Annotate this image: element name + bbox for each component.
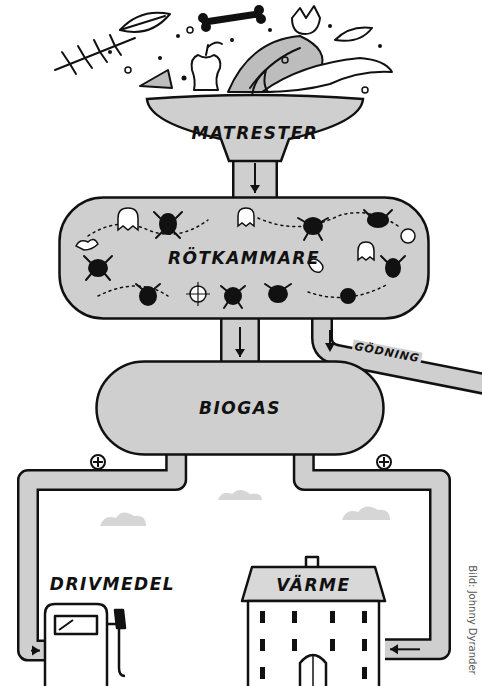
funnel-bowl: MATRESTER: [145, 93, 365, 161]
digester-tank: RÖTKAMMARE: [58, 196, 430, 320]
fuel-pump-node: DRIVMEDEL: [45, 568, 180, 686]
house-node: VÄRME: [242, 555, 385, 686]
node-label: BIOGAS: [95, 398, 385, 418]
node-label: MATRESTER: [145, 123, 365, 143]
pipe-connector: [250, 159, 260, 198]
house: [242, 555, 385, 686]
pipe-connector: [235, 318, 245, 362]
node-label: RÖTKAMMARE: [58, 248, 430, 268]
watermark: Bild: Johnny Dyrander: [466, 563, 478, 680]
node-label: DRIVMEDEL: [45, 574, 180, 594]
gas-tank: BIOGAS: [95, 360, 385, 456]
node-label: VÄRME: [242, 575, 385, 595]
